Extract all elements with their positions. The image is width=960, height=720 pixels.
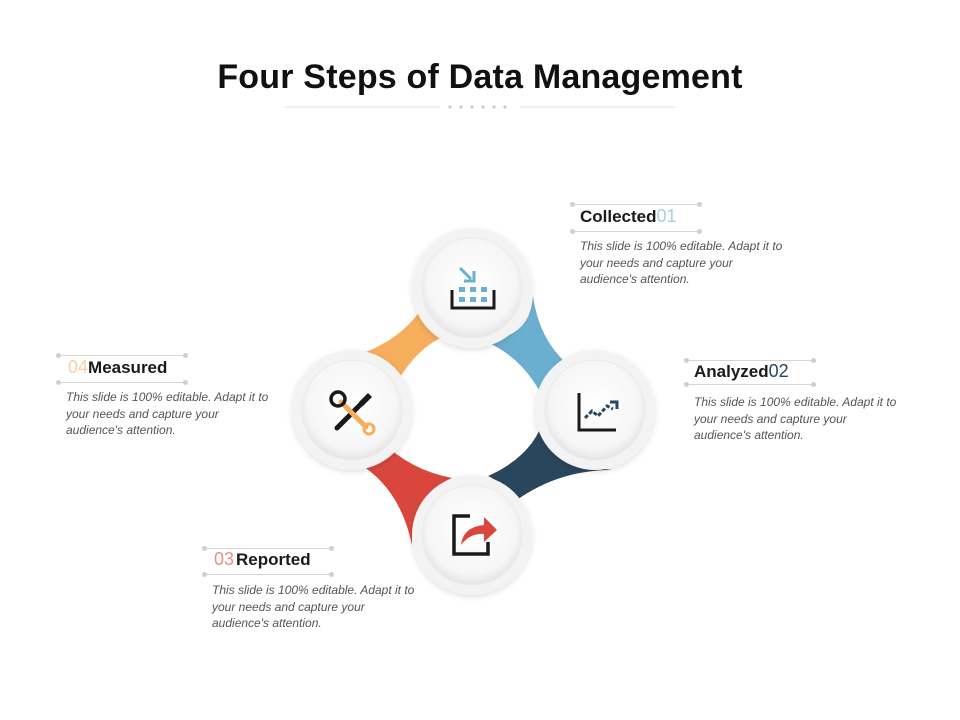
label-underline <box>202 546 334 551</box>
connector-collected-analyzed <box>482 296 575 392</box>
step-description-analyzed: This slide is 100% editable. Adapt it to… <box>694 395 897 442</box>
step-number-analyzed: 02 <box>768 361 789 381</box>
step-reported: 03 Reported This slide is 100% editable.… <box>202 546 428 632</box>
label-underline <box>56 353 188 358</box>
label-underline <box>684 358 816 363</box>
connector-reported-measured <box>358 440 452 545</box>
step-number-reported: 03 <box>214 549 235 569</box>
label-underline <box>570 229 702 234</box>
label-underline <box>684 382 816 387</box>
step-number-measured: 04 <box>68 357 89 377</box>
step-description-collected: This slide is 100% editable. Adapt it to… <box>580 239 783 286</box>
step-analyzed: Analyzed 02 This slide is 100% editable.… <box>684 358 910 444</box>
tools-icon <box>329 390 376 436</box>
title-divider <box>285 105 675 109</box>
step-label-reported: Reported <box>236 550 311 569</box>
page-title: Four Steps of Data Management <box>217 58 743 96</box>
label-underline <box>570 202 702 207</box>
step-measured: 04 Measured This slide is 100% editable.… <box>56 353 282 439</box>
step-label-analyzed: Analyzed <box>694 362 769 381</box>
step-number-collected: 01 <box>656 206 677 226</box>
step-description-measured: This slide is 100% editable. Adapt it to… <box>66 390 269 437</box>
share-export-icon <box>452 514 497 556</box>
step-label-collected: Collected <box>580 207 657 226</box>
connector-analyzed-reported <box>488 415 612 505</box>
step-collected: Collected 01 This slide is 100% editable… <box>570 202 796 288</box>
step-description-reported: This slide is 100% editable. Adapt it to… <box>212 583 415 630</box>
label-underline <box>202 572 334 577</box>
step-label-measured: Measured <box>88 358 168 377</box>
label-underline <box>56 380 188 385</box>
data-import-icon <box>450 266 496 310</box>
line-chart-icon <box>577 393 619 432</box>
